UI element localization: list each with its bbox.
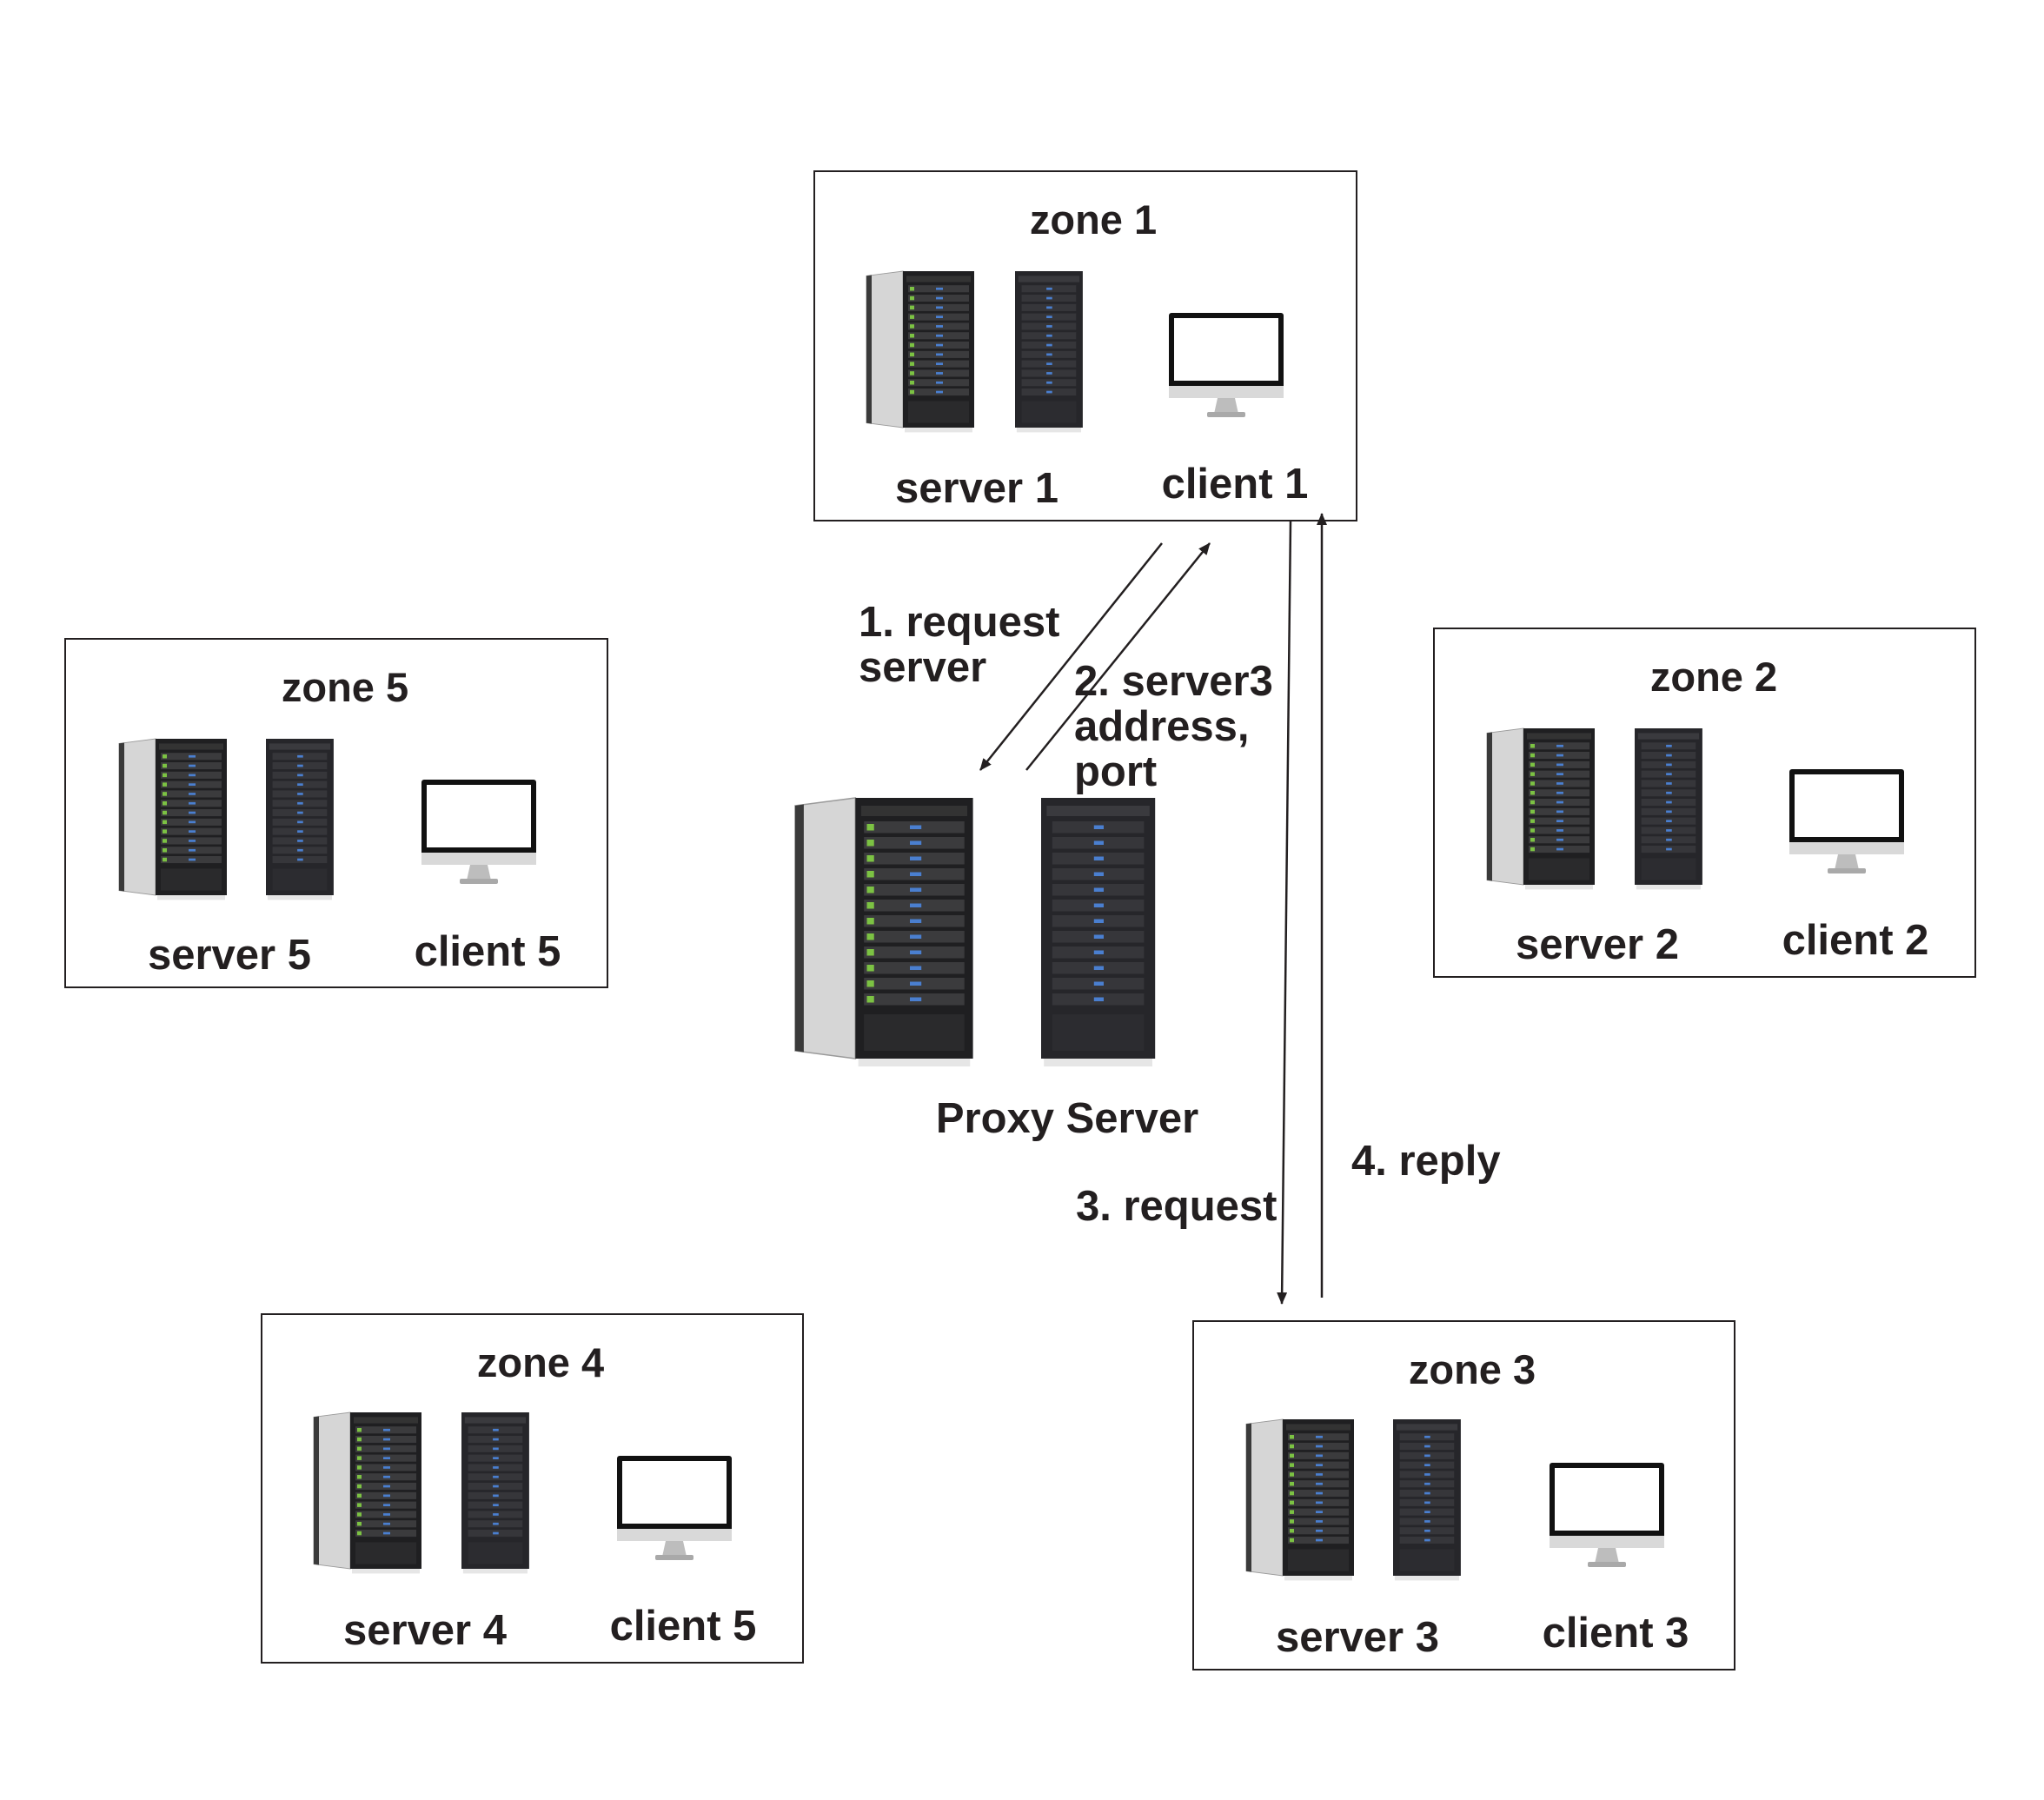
zone-4-title: zone 4 [477, 1339, 604, 1385]
server-rack-icon [1245, 1418, 1355, 1581]
zone-3-server-label: server 3 [1276, 1614, 1439, 1661]
step-1-line-1: 1. request [859, 599, 1059, 646]
proxy-rack-closed-icon [1041, 798, 1156, 1066]
step-2-line-3: port [1074, 748, 1157, 795]
step-3-label: 3. request [1076, 1183, 1277, 1230]
server-rack-icon [1393, 1419, 1461, 1581]
zone-4-server-label: server 4 [343, 1607, 507, 1654]
arrow-server3-address [1025, 542, 1211, 771]
zone-3-client-label: client 3 [1543, 1610, 1689, 1657]
server-rack-icon [866, 270, 975, 433]
zone-5-server-label: server 5 [148, 932, 311, 979]
arrow-request-server [979, 542, 1163, 771]
zone-4: zone 4 server 4 client 5 [261, 1313, 804, 1664]
step-1-line-2: server [859, 644, 986, 691]
proxy-server: Proxy Server [794, 797, 1198, 1142]
proxy-rack-open-icon [794, 797, 974, 1067]
zone-2-client-label: client 2 [1782, 917, 1929, 964]
step-2-line-2: address, [1074, 703, 1250, 750]
zone-2-title: zone 2 [1650, 654, 1777, 700]
zone-4-client-label: client 5 [610, 1603, 757, 1650]
zone-5-title: zone 5 [282, 664, 408, 710]
server-rack-icon [461, 1412, 529, 1574]
server-rack-icon [1635, 728, 1702, 890]
zone-2-server-label: server 2 [1516, 921, 1679, 968]
arrow-request [1277, 521, 1292, 1305]
server-rack-icon [118, 738, 228, 900]
zone-5: zone 5 server 5 client 5 [64, 638, 608, 988]
zone-2: zone 2 server 2 client 2 [1433, 628, 1976, 978]
server-rack-icon [313, 1411, 422, 1574]
zone-1: zone 1 server 1 client 1 [813, 170, 1357, 521]
server-rack-icon [1486, 727, 1596, 890]
step-4-label: 4. reply [1351, 1138, 1501, 1185]
zone-1-title: zone 1 [1030, 196, 1157, 242]
proxy-server-label: Proxy Server [936, 1095, 1198, 1142]
step-1-label: 1. request server [859, 599, 1072, 691]
zone-5-client-label: client 5 [415, 928, 561, 975]
server-rack-icon [266, 739, 334, 900]
zone-3: zone 3 server 3 client 3 [1192, 1320, 1735, 1670]
step-2-label: 2. server3 address, port [1074, 658, 1285, 795]
step-2-line-1: 2. server3 [1074, 658, 1273, 705]
zone-1-server-label: server 1 [895, 465, 1058, 512]
zone-3-title: zone 3 [1409, 1346, 1536, 1392]
zone-1-client-label: client 1 [1162, 461, 1309, 508]
server-rack-icon [1015, 271, 1083, 433]
